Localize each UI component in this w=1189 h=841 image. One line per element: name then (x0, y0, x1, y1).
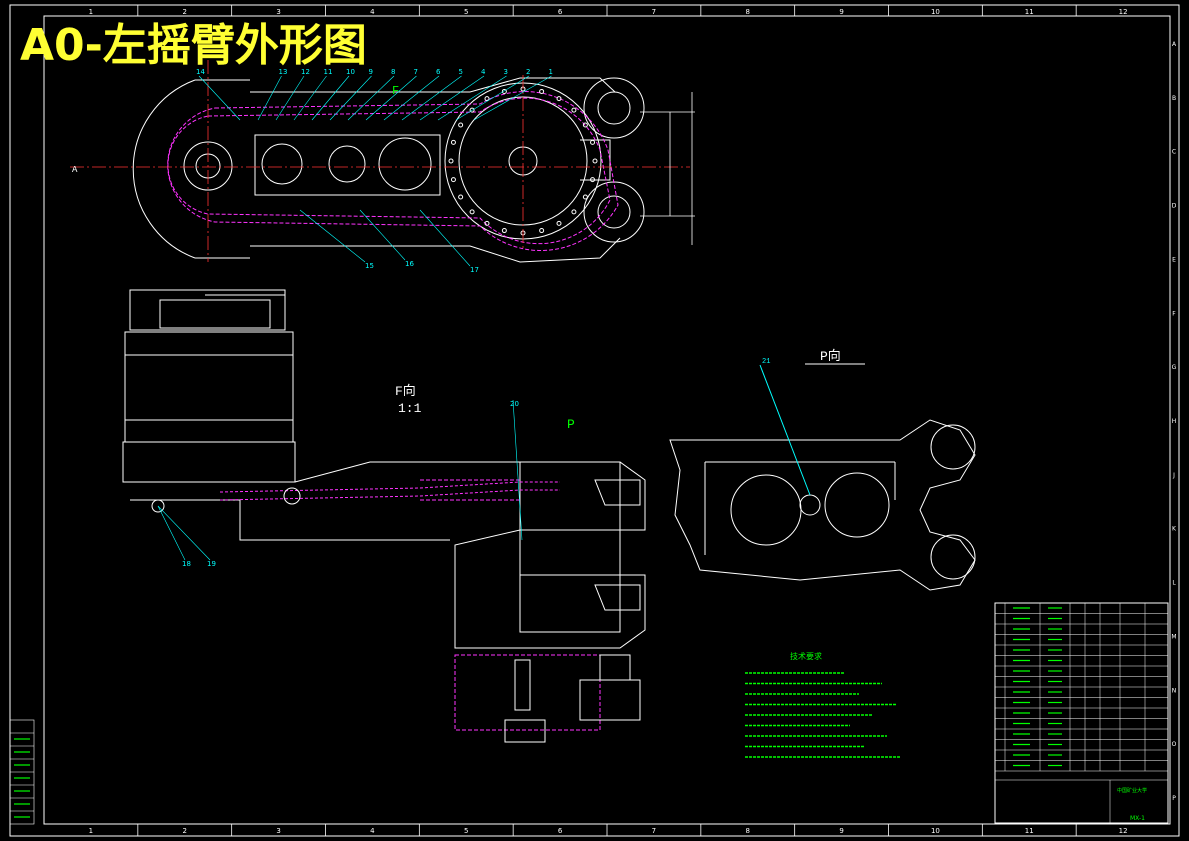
front-view-label: F向 (395, 383, 416, 399)
column-mark-top: 4 (370, 8, 375, 16)
front-balloon: 19 (207, 560, 216, 568)
parts-table: 中国矿业大学 MX-1 (994, 602, 1169, 824)
column-mark-top: 2 (183, 8, 187, 16)
row-mark-right: P (1172, 795, 1176, 802)
top-balloon: 9 (369, 68, 373, 76)
top-balloon: 14 (196, 68, 205, 76)
direction-marker-p: P (567, 417, 575, 432)
top-balloon: 6 (436, 68, 441, 76)
left-change-table (9, 719, 35, 825)
front-view (122, 289, 646, 743)
row-mark-right: K (1172, 526, 1177, 533)
column-mark-bottom: 5 (464, 827, 468, 835)
row-mark-right: A (1172, 41, 1177, 48)
front-view-balloons: 20 18 19 (157, 399, 523, 568)
row-mark-right: B (1172, 95, 1176, 102)
column-mark-bottom: 4 (370, 827, 375, 835)
side-view (669, 364, 976, 591)
outer-frame (9, 4, 1180, 837)
top-balloon: 7 (414, 68, 418, 76)
row-marks-right: A B C D E F G H J K L M N O P (1171, 41, 1177, 802)
parts-table-rows (995, 602, 1168, 823)
column-mark-top: 3 (276, 8, 280, 16)
column-mark-top: 1 (89, 8, 93, 16)
top-balloon: 5 (459, 68, 463, 76)
column-mark-bottom: 7 (652, 827, 656, 835)
side-balloon-21: 21 (762, 358, 770, 366)
column-mark-bottom: 9 (839, 827, 843, 835)
notes-lines (745, 672, 901, 758)
top-balloon: 10 (346, 68, 355, 76)
notes-title: 技术要求 (790, 651, 822, 661)
column-mark-top: 10 (931, 8, 940, 16)
front-view-scale: 1:1 (398, 401, 422, 416)
top-balloon: 12 (301, 68, 310, 76)
row-mark-right: G (1172, 364, 1177, 371)
top-view (132, 77, 645, 263)
column-mark-bottom: 10 (931, 827, 940, 835)
top-balloon: 11 (324, 68, 333, 76)
top-balloon: 8 (391, 68, 395, 76)
title-block-school: 中国矿业大学 (1117, 787, 1147, 794)
top-balloon: 1 (549, 68, 553, 76)
row-mark-right: C (1172, 149, 1176, 156)
bolt-ring (448, 86, 598, 236)
section-marker-f: F (392, 84, 399, 98)
row-mark-right: H (1172, 418, 1177, 425)
top-lower-balloon: 16 (405, 260, 414, 268)
top-balloon: 13 (279, 68, 288, 76)
front-balloon: 18 (182, 560, 191, 568)
top-view-dims (640, 92, 695, 245)
top-balloon: 3 (504, 68, 508, 76)
column-mark-top: 6 (558, 8, 563, 16)
column-mark-bottom: 1 (89, 827, 93, 835)
column-mark-bottom: 6 (558, 827, 563, 835)
column-mark-bottom: 11 (1025, 827, 1034, 835)
column-mark-top: 7 (652, 8, 656, 16)
drawing-title: A0-左摇臂外形图 (20, 20, 367, 71)
row-mark-right: J (1172, 472, 1175, 479)
top-view-balloons: 14 13 12 11 10 9 8 7 6 5 4 3 2 1 15 16 17 (196, 68, 553, 274)
front-balloon: 20 (510, 400, 519, 408)
top-balloon: 4 (481, 68, 486, 76)
column-mark-top: 5 (464, 8, 468, 16)
row-mark-right: N (1172, 687, 1177, 694)
end-marker-a: A (72, 165, 78, 175)
row-mark-right: M (1171, 633, 1176, 640)
column-mark-top: 9 (839, 8, 843, 16)
row-mark-right: F (1172, 310, 1176, 317)
column-mark-bottom: 12 (1119, 827, 1128, 835)
title-block-drawing-no: MX-1 (1130, 815, 1145, 822)
column-mark-top: 12 (1119, 8, 1128, 16)
row-mark-right: O (1172, 741, 1177, 748)
column-mark-top: 8 (746, 8, 750, 16)
top-lower-balloon: 17 (470, 266, 479, 274)
top-lower-balloon: 15 (365, 262, 374, 270)
column-mark-bottom: 8 (746, 827, 750, 835)
column-mark-top: 11 (1025, 8, 1034, 16)
row-mark-right: E (1172, 256, 1176, 263)
column-mark-bottom: 3 (276, 827, 280, 835)
column-mark-bottom: 2 (183, 827, 187, 835)
top-balloon: 2 (526, 68, 530, 76)
row-mark-right: D (1172, 203, 1177, 210)
side-view-label: P向 (820, 348, 841, 364)
row-mark-right: L (1172, 580, 1176, 587)
